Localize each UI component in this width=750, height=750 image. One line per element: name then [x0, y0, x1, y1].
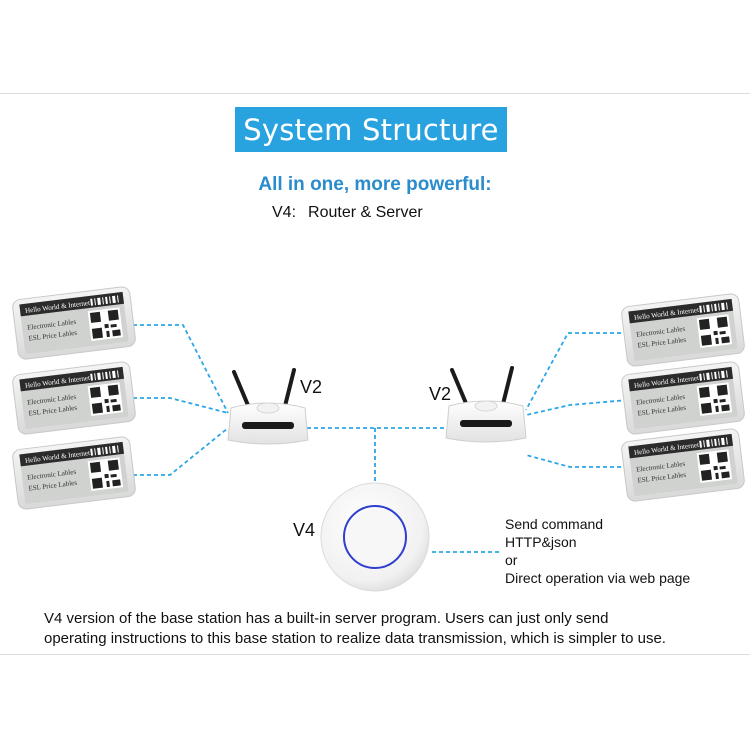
version-prefix: V4:: [272, 204, 297, 221]
esl-tag-right-1: Hello World & Internet Electronic Lables…: [620, 292, 746, 368]
router-left-icon: [226, 368, 310, 446]
connector-right-bottom: [525, 454, 628, 468]
connector-right-top: [525, 332, 628, 411]
connector-left-top: [133, 324, 229, 414]
esl-tag-right-3: Hello World & Internet Electronic Lables…: [620, 427, 746, 503]
send-line-3: or: [505, 552, 518, 568]
esl-tag-right-2: Hello World & Internet Electronic Lables…: [620, 360, 746, 436]
router-right-icon: [444, 366, 528, 444]
version-line: V4: Router & Server: [272, 204, 423, 222]
description-line-2: operating instructions to this base stat…: [44, 630, 666, 647]
bottom-divider: [0, 654, 750, 655]
send-command-block: Send command HTTP&json or Direct operati…: [505, 515, 690, 587]
description: V4 version of the base station has a bui…: [44, 609, 744, 649]
page-title: System Structure: [235, 107, 507, 152]
version-text: Router & Server: [308, 204, 423, 221]
left-router-label: V2: [300, 377, 323, 397]
connector-left-bottom: [133, 427, 229, 476]
connector-left-middle: [133, 397, 229, 414]
send-line-1: Send command: [505, 516, 604, 532]
esl-tag-left-1: Hello World & Internet Electronic Lables…: [11, 285, 137, 361]
connector-right-middle: [525, 399, 629, 416]
right-router-label: V2: [429, 384, 452, 404]
esl-tag-left-2: Hello World & Internet Electronic Lables…: [11, 360, 137, 436]
base-station-icon: [320, 482, 430, 592]
description-line-1: V4 version of the base station has a bui…: [44, 610, 609, 627]
subtitle: All in one, more powerful:: [258, 174, 492, 195]
base-station-label: V4: [293, 520, 316, 540]
send-line-4: Direct operation via web page: [505, 570, 691, 586]
send-line-2: HTTP&json: [505, 534, 577, 550]
top-divider: [0, 93, 750, 94]
esl-tag-left-3: Hello World & Internet Electronic Lables…: [11, 435, 137, 511]
